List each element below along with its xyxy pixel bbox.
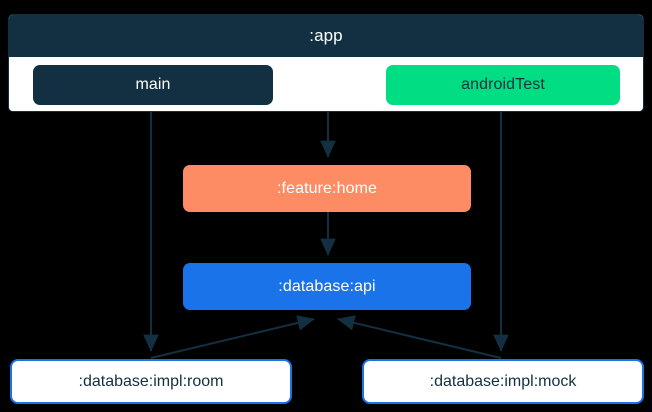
node-feature-home[interactable]: :feature:home (183, 165, 471, 212)
app-source-sets: main androidTest (9, 57, 643, 111)
node-android-test-source-set[interactable]: androidTest (386, 65, 620, 105)
app-title: :app (9, 15, 643, 57)
node-database-impl-room[interactable]: :database:impl:room (10, 359, 292, 404)
node-main-source-set[interactable]: main (33, 65, 273, 105)
edge-database-impl-mock-to-database-api (337, 315, 502, 359)
node-app-container[interactable]: :app main androidTest (8, 14, 644, 112)
node-database-impl-mock[interactable]: :database:impl:mock (362, 359, 644, 404)
edge-database-impl-room-to-database-api (150, 315, 315, 359)
node-database-api[interactable]: :database:api (183, 263, 471, 310)
